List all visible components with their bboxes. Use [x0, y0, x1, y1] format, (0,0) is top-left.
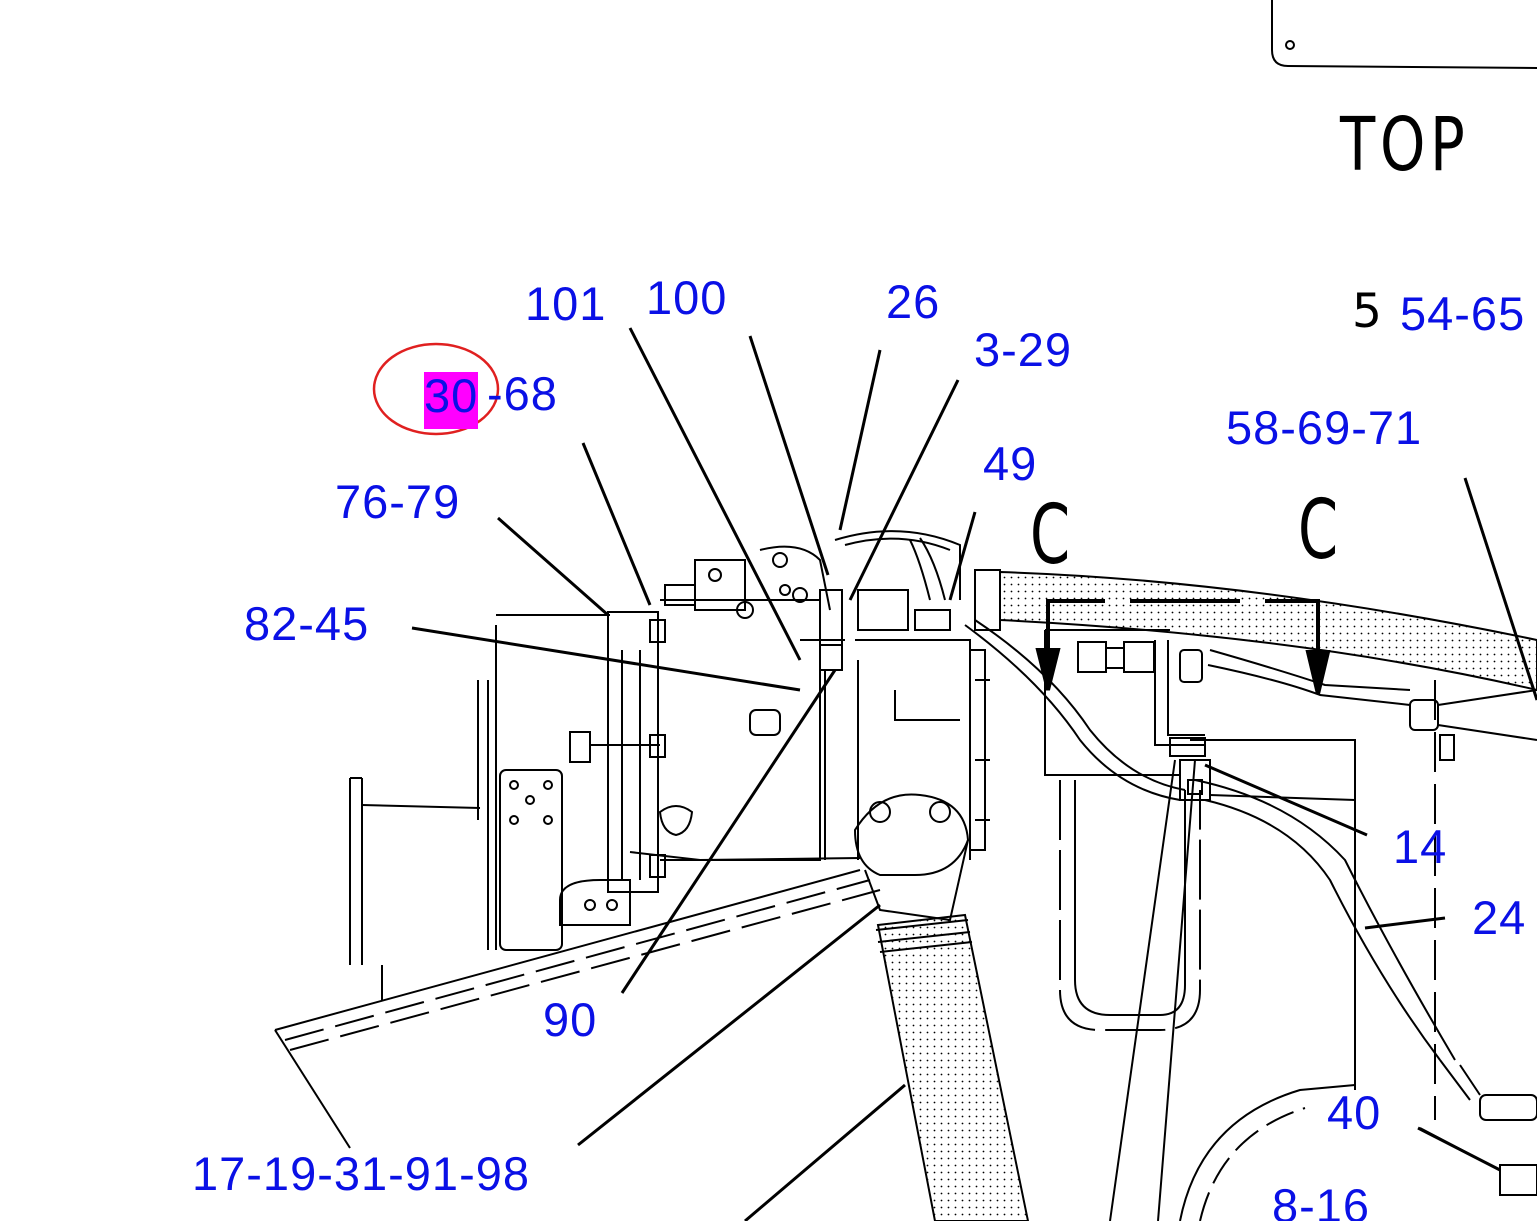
view-frame: [1271, 0, 1537, 69]
section-marker-c-left: C: [1030, 488, 1071, 583]
callout-76-79[interactable]: 76-79: [335, 475, 461, 528]
section-marker-c-right: C: [1298, 483, 1339, 578]
suction-hose: [875, 913, 1030, 1221]
callout-40[interactable]: 40: [1327, 1086, 1382, 1139]
callout-24[interactable]: 24: [1472, 891, 1527, 944]
view-label-top: TOP: [1340, 102, 1470, 188]
callout-54-65[interactable]: 54-65: [1400, 287, 1526, 340]
callout-8-16[interactable]: 8-16: [1272, 1179, 1371, 1221]
callout-14[interactable]: 14: [1393, 820, 1448, 873]
callout-30-highlighted[interactable]: 30: [424, 372, 479, 429]
callout-26[interactable]: 26: [886, 275, 941, 328]
callout-100[interactable]: 100: [646, 271, 728, 324]
valve-block: [1077, 640, 1211, 1221]
section-cut-arrows: [1035, 599, 1331, 695]
callout-82-45[interactable]: 82-45: [244, 597, 370, 650]
highlight-circle-marker: [372, 342, 500, 436]
leader-lines: [411, 327, 1537, 1221]
reference-number: 5: [1352, 284, 1382, 339]
frame-rails: [274, 629, 1436, 1221]
callout-49[interactable]: 49: [983, 437, 1038, 490]
callout-101[interactable]: 101: [525, 277, 607, 330]
callout-17-19-31-91-98[interactable]: 17-19-31-91-98: [192, 1147, 530, 1200]
callout-58-69-71[interactable]: 58-69-71: [1226, 401, 1423, 454]
callout-90[interactable]: 90: [543, 993, 598, 1046]
machine-body: [349, 530, 1001, 1000]
callout-68[interactable]: -68: [487, 367, 558, 420]
callout-3-29[interactable]: 3-29: [974, 323, 1073, 376]
